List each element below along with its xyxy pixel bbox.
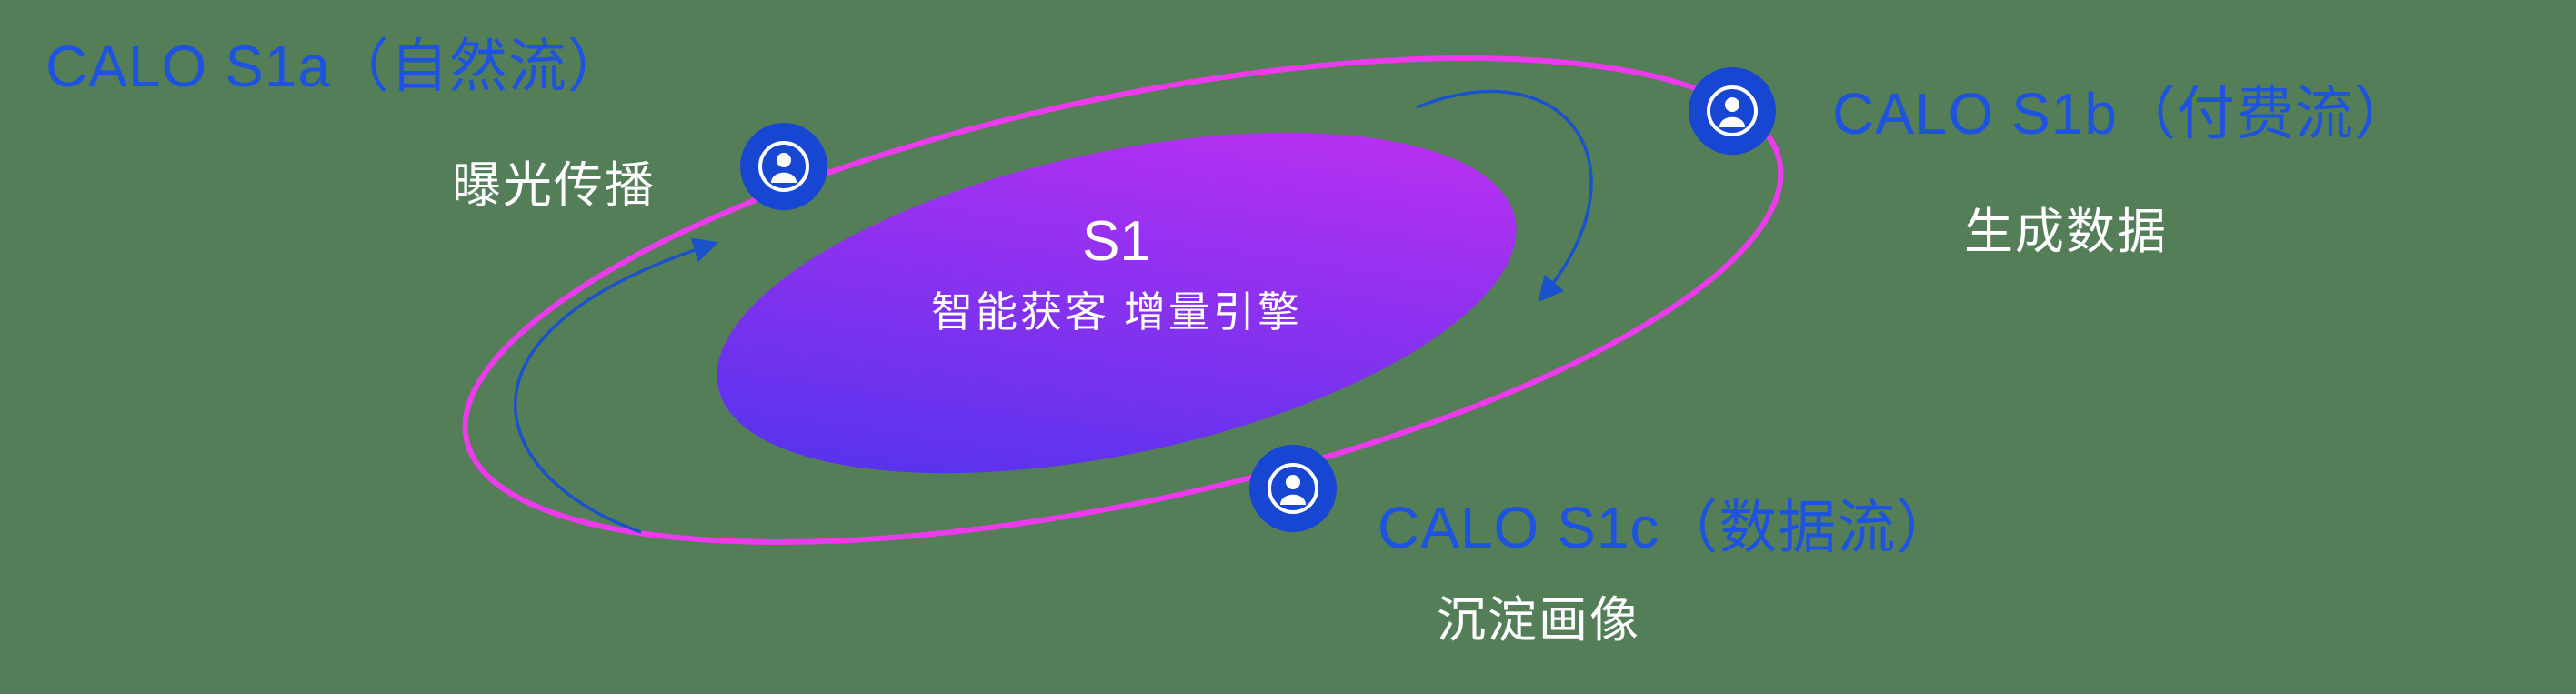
orbit-ellipse (462, 55, 1784, 545)
person-icon (1268, 463, 1318, 514)
node-s1b (1689, 67, 1776, 155)
label-s1b-sub: 生成数据 (1964, 205, 2168, 259)
label-s1a-sub: 曝光传播 (452, 158, 656, 213)
label-s1c: CALO S1c（数据流） (1378, 495, 1956, 560)
core-title: S1 (1082, 210, 1151, 273)
core-subtitle: 智能获客 增量引擎 (931, 288, 1302, 336)
label-s1c-sub: 沉淀画像 (1437, 593, 1640, 648)
person-icon (758, 141, 809, 192)
flow-arrow-right (1416, 89, 1593, 303)
label-s1b: CALO S1b（付费流） (1832, 81, 2413, 146)
label-s1a: CALO S1a（自然流） (45, 34, 626, 99)
flow-arrow-left (514, 237, 719, 534)
person-icon (1707, 85, 1758, 136)
node-s1a (740, 123, 827, 210)
node-s1c (1249, 445, 1337, 532)
core-ellipse (717, 132, 1517, 474)
